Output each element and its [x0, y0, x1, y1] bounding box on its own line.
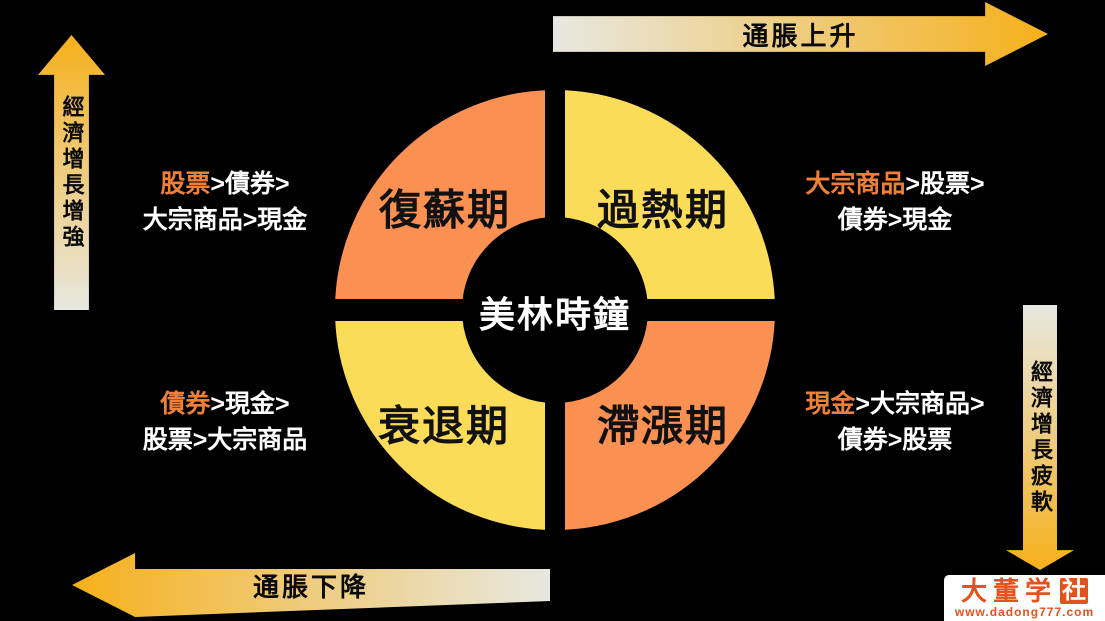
overheat-allocation: 大宗商品>股票> 債券>現金: [780, 166, 1010, 238]
overheat-allocation-line2: 債券>現金: [837, 206, 953, 234]
diagram-title: 美林時鐘: [478, 294, 632, 335]
label-recovery: 復蘇期: [378, 186, 512, 234]
stagflation-best-asset: 現金: [805, 390, 856, 418]
segment-overheat: [553, 90, 775, 312]
stagflation-rest-line1: >大宗商品>: [855, 390, 985, 418]
recovery-allocation: 股票>債券> 大宗商品>現金: [110, 166, 340, 238]
recession-best-asset: 債券: [160, 390, 211, 418]
brand-name: 大董学 社: [961, 578, 1088, 604]
stagflation-allocation-line1: 現金>大宗商品>: [780, 386, 1010, 422]
growth-weakening-label: 經濟增長疲軟: [1028, 359, 1053, 516]
label-overheat: 過熱期: [596, 186, 730, 234]
horizontal-divider: [325, 299, 785, 321]
inflation-rising-label: 通脹上升: [742, 20, 859, 51]
recession-allocation-line1: 債券>現金>: [110, 386, 340, 422]
inflation-falling-label: 通脹下降: [252, 571, 369, 602]
label-stagflation: 滯漲期: [596, 402, 730, 450]
stagflation-allocation: 現金>大宗商品> 債券>股票: [780, 386, 1010, 458]
recovery-rest-line1: >債券>: [210, 170, 290, 198]
recession-allocation: 債券>現金> 股票>大宗商品: [110, 386, 340, 458]
segment-recovery: [335, 90, 557, 312]
brand-name-suffix: 社: [1060, 577, 1088, 604]
brand-watermark: 大董学 社 www.dadong777.com: [944, 575, 1105, 621]
segment-recession: [335, 308, 557, 530]
recession-allocation-line2: 股票>大宗商品: [142, 426, 308, 454]
segment-stagflation: [553, 308, 775, 530]
brand-name-prefix: 大董学: [960, 576, 1057, 606]
overheat-allocation-line1: 大宗商品>股票>: [780, 166, 1010, 202]
label-recession: 衰退期: [377, 402, 511, 450]
recovery-allocation-line1: 股票>債券>: [110, 166, 340, 202]
overheat-rest-line1: >股票>: [905, 170, 985, 198]
stagflation-allocation-line2: 債券>股票: [837, 426, 953, 454]
recovery-best-asset: 股票: [160, 170, 211, 198]
overheat-best-asset: 大宗商品: [805, 170, 906, 198]
recovery-allocation-line2: 大宗商品>現金: [142, 206, 308, 234]
growth-strengthening-label: 經濟增長增強: [59, 94, 85, 251]
recession-rest-line1: >現金>: [210, 390, 290, 418]
brand-url: www.dadong777.com: [954, 605, 1095, 619]
